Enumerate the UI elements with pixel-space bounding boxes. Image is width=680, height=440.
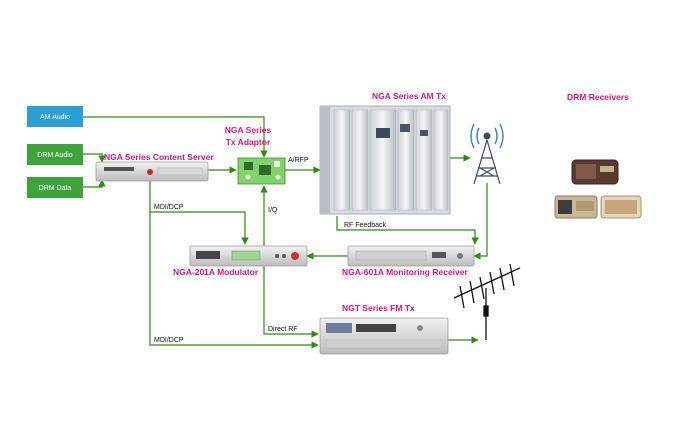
am-audio-box: AM Audio: [27, 106, 83, 127]
drm-receiver-radios: [554, 159, 642, 219]
direct-rf-line: [263, 266, 319, 338]
am-audio-label: AM Audio: [40, 114, 70, 121]
am-tx-cabinets: [319, 105, 451, 215]
drm-data-label: DRM Data: [39, 185, 72, 192]
tx-adaptor-device: [237, 157, 286, 185]
fm-tx-device: [319, 317, 449, 355]
mdi-dcp-label-bottom: MDI/DCP: [154, 337, 184, 344]
content-server-device: [95, 161, 209, 182]
connectors: [83, 116, 488, 349]
mdi-dcp-label-top: MDI/DCP: [154, 204, 184, 211]
direct-rf-label: Direct RF: [268, 326, 298, 333]
tower-monitor-line: [473, 183, 488, 260]
fm-antenna-icon: [453, 263, 521, 340]
modulator-device: [189, 245, 308, 267]
tx-adaptor-label-line2: Tx Adaptor: [226, 137, 271, 147]
mdi-dcp-modulator-line: [149, 181, 249, 245]
rf-feedback-label: RF Feedback: [344, 222, 387, 229]
drm-audio-line: [83, 153, 106, 163]
content-server-label: NGA Series Content Server: [104, 152, 214, 162]
drm-data-box: DRM Data: [27, 177, 83, 198]
iq-label: I/Q: [268, 207, 278, 214]
am-tx-label: NGA Series AM Tx: [372, 91, 446, 101]
mdi-dcp-fm-line: [149, 212, 319, 349]
drm-audio-box: DRM Audio: [27, 144, 83, 165]
fm-tx-label: NGT Series FM Tx: [342, 303, 415, 313]
drm-receivers-label: DRM Receivers: [567, 92, 629, 102]
monitoring-receiver-device: [347, 245, 475, 267]
drm-data-line: [83, 179, 106, 188]
monitoring-receiver-label: NGA-601A Monitoring Receiver: [342, 267, 468, 277]
modulator-label: NGA-201A Modulator: [173, 267, 259, 277]
am-tower-icon: [470, 123, 504, 185]
rf-feedback-line: [336, 216, 479, 245]
am-audio-line: [83, 116, 268, 158]
afrfp-label: A/RFP: [288, 157, 309, 164]
tx-adaptor-label-line1: NGA Series: [225, 125, 272, 135]
drm-audio-label: DRM Audio: [37, 152, 73, 159]
